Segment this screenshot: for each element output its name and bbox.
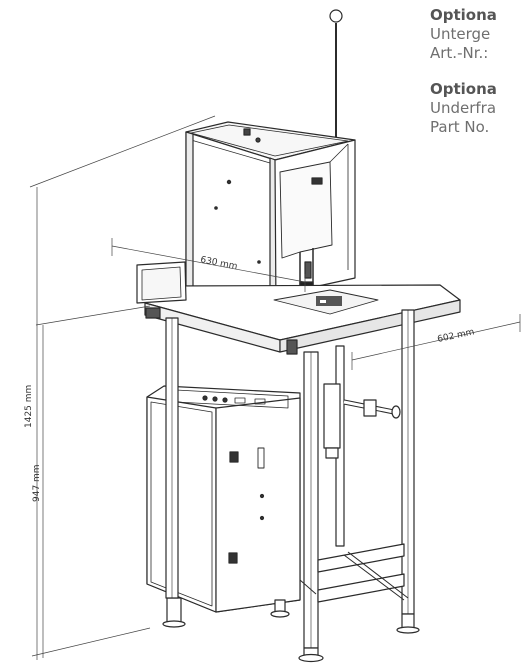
info-line-part-number-english: Part No. xyxy=(430,118,490,136)
info-block-german: Optiona Unterge Art.-Nr.: xyxy=(430,6,497,63)
info-heading-german: Optiona xyxy=(430,6,497,24)
control-cabinet xyxy=(146,385,301,628)
info-line-underframe-german: Unterge xyxy=(430,25,491,43)
dimension-total-height-label: 1425 mm xyxy=(24,385,34,428)
info-line-part-number-german: Art.-Nr.: xyxy=(430,44,489,62)
info-line-underframe-english: Underfra xyxy=(430,99,497,117)
antenna-rod xyxy=(329,9,343,138)
press-housing xyxy=(185,121,356,314)
info-heading-english: Optiona xyxy=(430,80,497,98)
tabletop xyxy=(136,261,461,355)
underframe xyxy=(165,309,420,663)
info-block-english: Optiona Underfra Part No. xyxy=(430,80,497,137)
dimension-table-height-label: 947 mm xyxy=(32,464,42,502)
dimension-depth-label: 602 mm xyxy=(437,327,476,345)
dimension-lines xyxy=(29,115,521,660)
